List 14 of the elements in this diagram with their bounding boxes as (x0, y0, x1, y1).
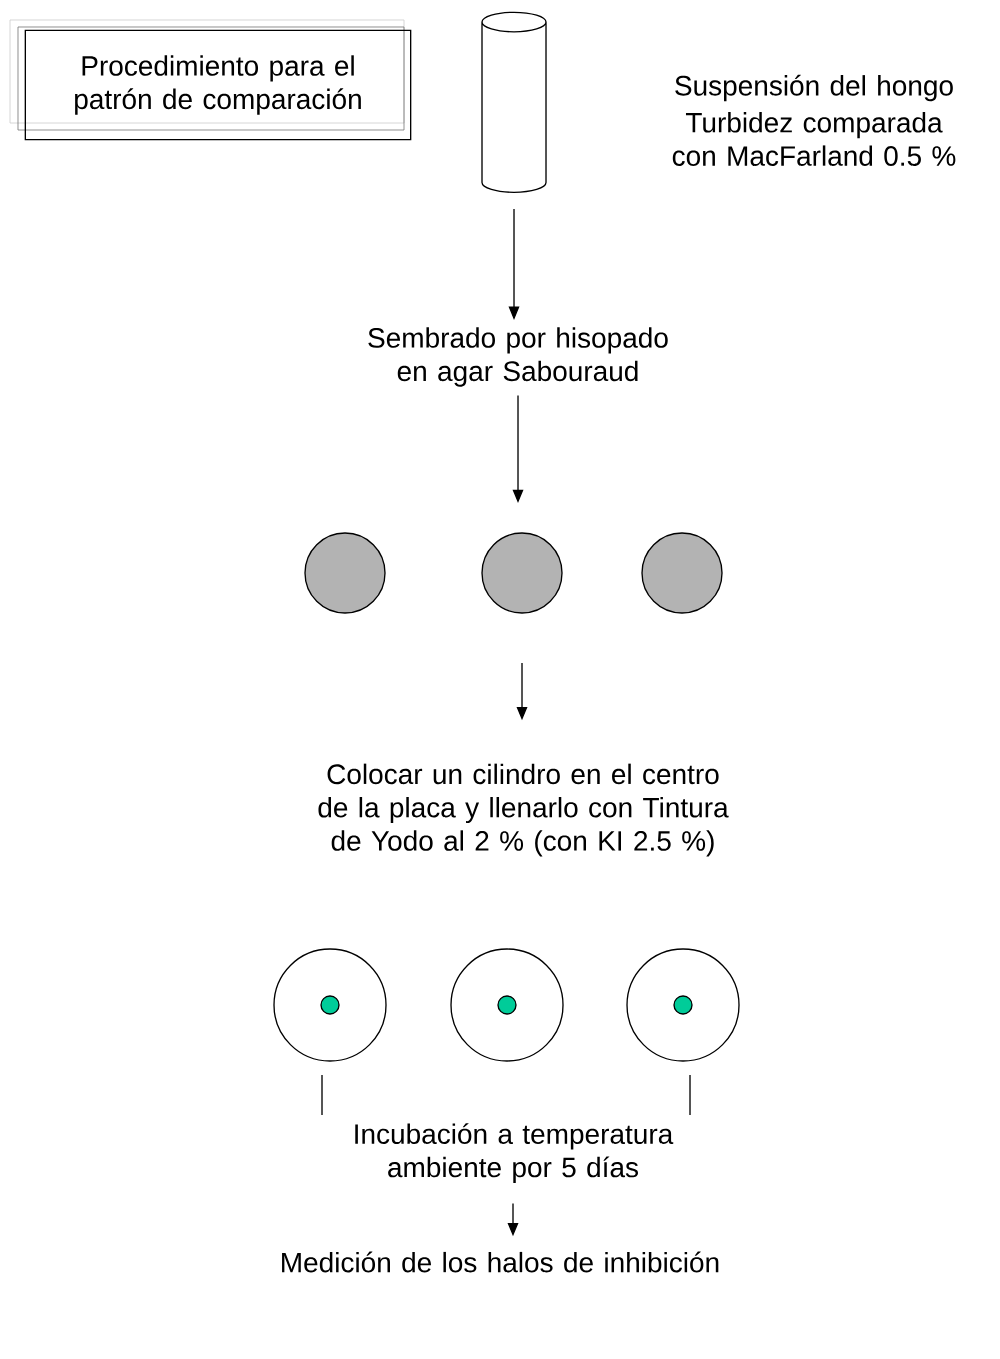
step-text: Medición de los halos de inhibición (282, 1251, 719, 1273)
step-text: Sembrado por hisopado en agar Sabouraud (368, 327, 668, 387)
petri-dish (626, 948, 740, 1062)
petri-dish (641, 532, 723, 614)
caption-text: Turbidez comparada con MacFarland 0.5 % (672, 112, 956, 166)
petri-dish (273, 948, 387, 1062)
step-text: Colocar un cilindro en el centro de la placa y llenarlo con Tintura de Yodo al 2 % (con KI 2.5 %) (318, 763, 729, 857)
step-text: Incubación a temperatura ambiente por 5 días (355, 1123, 674, 1183)
petri-dish (450, 948, 564, 1062)
title-box: Procedimiento para el patrón de comparación (9, 19, 412, 141)
caption-text: Suspensión del hongo (675, 74, 953, 102)
test-tube (481, 11, 547, 193)
petri-dish (481, 532, 563, 614)
petri-dish (304, 532, 386, 614)
